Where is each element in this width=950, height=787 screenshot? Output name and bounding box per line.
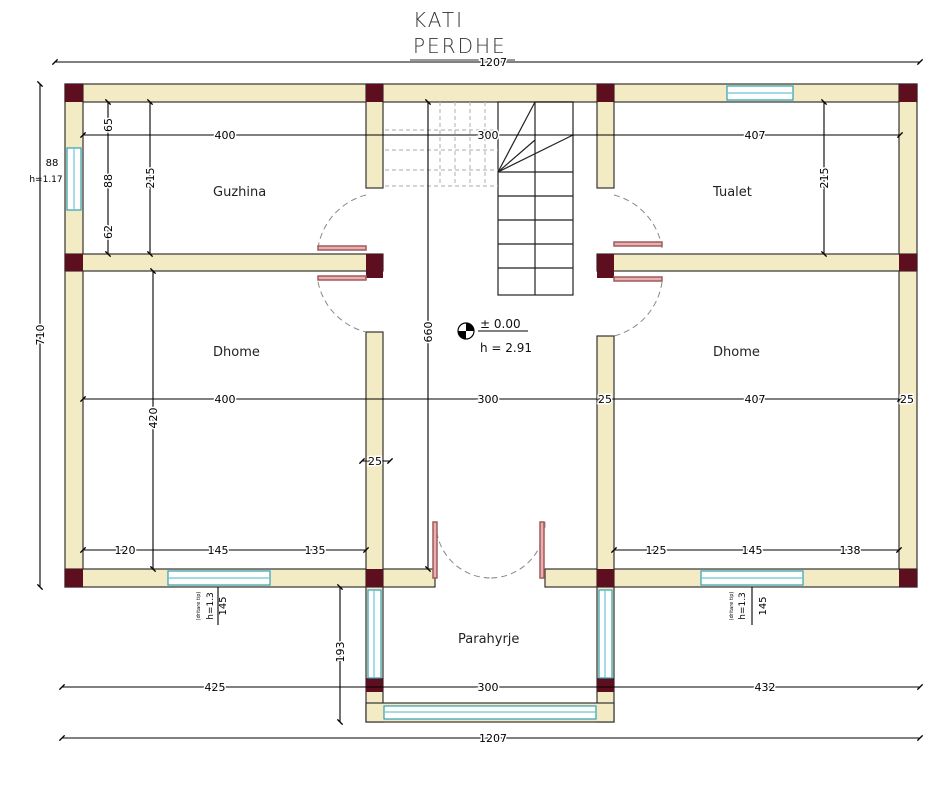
dim-west-62: 62: [102, 225, 115, 239]
room-labels: Guzhina Tualet Dhome Dhome Parahyrje: [213, 185, 760, 647]
dimension-lines: [36, 58, 924, 742]
dim-win-right-b: 145: [742, 544, 763, 557]
dim-dhome-right-width: 407: [745, 393, 766, 406]
window-note-left: (dritare tip): [196, 592, 202, 621]
wall-int-right-lower: [596, 335, 615, 588]
room-label-guzhina: Guzhina: [213, 185, 266, 200]
dim-window-height-right: h=1.3: [738, 592, 748, 620]
door-leaf: [539, 521, 545, 579]
dim-west-65: 65: [102, 118, 115, 132]
door-swing-entry-right: [489, 521, 546, 579]
level-text: ± 0.00 h = 2.91: [480, 317, 532, 355]
door-swing-dhome-left: [317, 281, 367, 333]
level-height: h = 2.91: [480, 341, 532, 355]
door-swing-entry-left: [435, 521, 491, 579]
door-swing-tualet: [613, 194, 663, 249]
room-label-parahyrje: Parahyrje: [458, 632, 519, 647]
door-leaf: [432, 521, 438, 579]
dimension-labels-vertical: 710 215 215 420 660 65 88 62 193 145 h=1…: [33, 117, 833, 665]
floor-title-line1: KATI: [413, 8, 465, 32]
room-label-dhome-right: Dhome: [713, 345, 760, 360]
door-leaf: [317, 275, 367, 281]
dim-stair-width: 300: [478, 129, 499, 142]
floor-title-line2: PERDHE: [413, 34, 507, 58]
dim-win-left-a: 120: [115, 544, 136, 557]
wall-right: [898, 83, 918, 588]
level-elevation: ± 0.00: [480, 317, 521, 331]
dim-wall-25-c: 25: [368, 455, 382, 468]
dim-total-top: 1207: [479, 56, 507, 69]
column: [597, 84, 614, 102]
level-marker: [457, 322, 528, 340]
column: [65, 569, 83, 587]
dim-win-left-b: 145: [208, 544, 229, 557]
dim-tualet-width: 407: [745, 129, 766, 142]
columns: [65, 84, 917, 692]
door-leaf: [613, 241, 663, 247]
dim-porch-left: 425: [205, 681, 226, 694]
dim-window-height-left: h=1.3: [206, 592, 216, 620]
window-note-right: (dritare tip): [729, 592, 735, 621]
dim-west-window-width: 88: [46, 158, 59, 169]
dim-hall-length: 660: [422, 322, 435, 343]
dim-porch-right: 432: [755, 681, 776, 694]
column: [597, 569, 614, 587]
column: [899, 569, 917, 587]
door-leaf: [317, 245, 367, 251]
dim-window-width-right: 145: [758, 596, 769, 615]
wall-tualet-bottom: [596, 253, 918, 272]
dim-porch-depth: 193: [334, 642, 347, 663]
column: [65, 254, 83, 271]
dim-wall-25-a: 25: [598, 393, 612, 406]
dim-total-bottom: 1207: [479, 732, 507, 745]
windows: [66, 85, 804, 720]
dim-wall-25-b: 25: [900, 393, 914, 406]
door-leaves: [317, 241, 663, 579]
dim-total-height: 710: [34, 325, 47, 346]
dim-west-window-height: h=1.17: [29, 175, 62, 185]
dimension-labels: 1207 1207 400 300 407 400 300 407 25 25 …: [29, 55, 915, 747]
door-leaf: [613, 276, 663, 282]
dim-win-right-c: 138: [840, 544, 861, 557]
room-label-tualet: Tualet: [712, 185, 752, 200]
column: [366, 254, 383, 278]
dim-west-88: 88: [102, 174, 115, 188]
column: [597, 678, 614, 692]
door-swing-guzhina: [317, 194, 367, 249]
column: [899, 254, 917, 271]
dim-dhome-left-depth: 420: [147, 408, 160, 429]
dim-dhome-left-width: 400: [215, 393, 236, 406]
dim-win-left-c: 135: [305, 544, 326, 557]
dim-tualet-depth: 215: [818, 168, 831, 189]
dim-window-width-left: 145: [218, 596, 229, 615]
dim-hall-width: 300: [478, 393, 499, 406]
door-swing-dhome-right: [613, 281, 663, 337]
column: [597, 254, 614, 278]
room-label-dhome-left: Dhome: [213, 345, 260, 360]
wall-guzhina-bottom: [64, 253, 384, 272]
dim-guzhina-depth: 215: [144, 168, 157, 189]
column: [366, 84, 383, 102]
dim-porch-width: 300: [478, 681, 499, 694]
column: [366, 678, 383, 692]
column: [899, 84, 917, 102]
dim-win-right-a: 125: [646, 544, 667, 557]
dim-guzhina-width: 400: [215, 129, 236, 142]
column: [65, 84, 83, 102]
column: [366, 569, 383, 587]
